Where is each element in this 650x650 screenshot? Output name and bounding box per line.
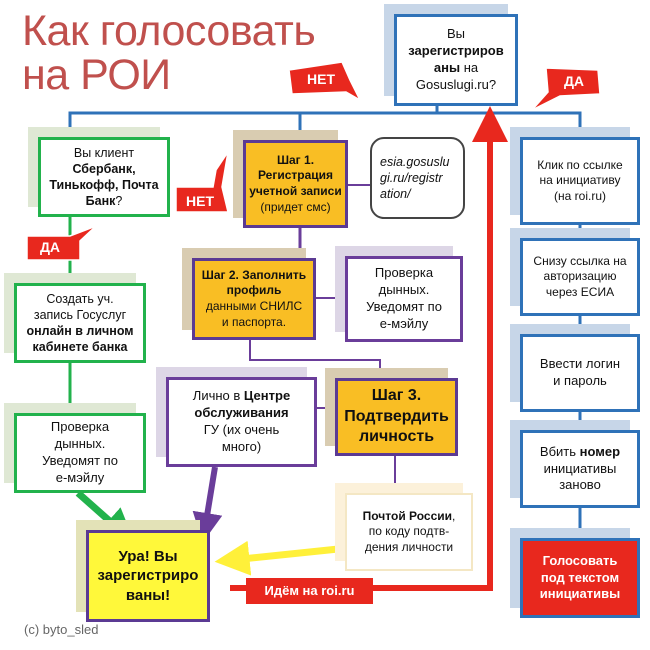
in-person-service-center: Лично в Центре обслуживания ГУ (их очень… [166, 377, 317, 467]
copyright-text: (c) byto_sled [24, 622, 99, 637]
purple-arrow-to-done [192, 466, 223, 543]
page-title-line2: на РОИ [22, 50, 171, 99]
tag-go-label-bg [246, 578, 373, 604]
registered-success: Ура! Вы зарегистриро ваны! [86, 530, 210, 622]
tag-yes-left: ДА [39, 239, 61, 255]
right-step-login: Ввести логин и пароль [520, 334, 640, 412]
tag-no-top-bubble [288, 61, 362, 102]
step2-fill-profile: Шаг 2. Заполнить профиль данными СНИЛС и… [192, 258, 316, 340]
tag-no-mid-bubble [175, 151, 229, 213]
link-step1-step2 [250, 228, 302, 260]
question-bank-client: Вы клиент Сбербанк, Тинькофф, Почта Банк… [38, 137, 170, 217]
link-step2-step3 [249, 340, 381, 378]
page-title: Как голосовать на РОИ [22, 7, 316, 99]
question-registered: Вы зарегистриров аны на Gosuslugi.ru? [394, 14, 518, 106]
registration-link-note: esia.gosuslu gi.ru/registr ation/ [370, 137, 465, 219]
bank-data-check: Проверка дынных. Уведомят по е-мэйлу [14, 413, 146, 493]
page-title-line1: Как голосовать [22, 7, 316, 55]
bank-create-account: Создать уч. запись Госуслуг онлайн в лич… [14, 283, 146, 363]
green-arrow-to-done [75, 490, 136, 544]
right-step-enter-number: Вбить номер инициативы заново [520, 430, 640, 508]
tag-yes-top: ДА [563, 73, 585, 89]
step3-confirm-identity: Шаг 3. Подтвердить личность [335, 378, 458, 456]
right-step-esia-auth: Снизу ссылка на авторизацию через ЕСИА [520, 238, 640, 316]
right-step-click-link: Клик по ссылке на инициативу (на roi.ru) [520, 137, 640, 225]
tag-yes-top-bubble [531, 67, 601, 111]
step2-data-check: Проверка дынных. Уведомят по е-мэйлу [345, 256, 463, 342]
top-branch-line [68, 111, 582, 138]
yellow-arrow-to-done [214, 540, 349, 576]
tag-yes-left-bubble [26, 225, 97, 261]
tag-go-roi: Идём на roi.ru [264, 583, 355, 598]
russian-post-option: Почтой России, по коду подтв- дения личн… [345, 493, 473, 571]
tag-no-mid: НЕТ [186, 193, 214, 209]
right-step-vote: Голосовать под текстом инициативы [520, 538, 640, 618]
step1-registration: Шаг 1. Регистрация учетной записи (приде… [243, 140, 348, 228]
tag-no-top: НЕТ [307, 71, 335, 87]
